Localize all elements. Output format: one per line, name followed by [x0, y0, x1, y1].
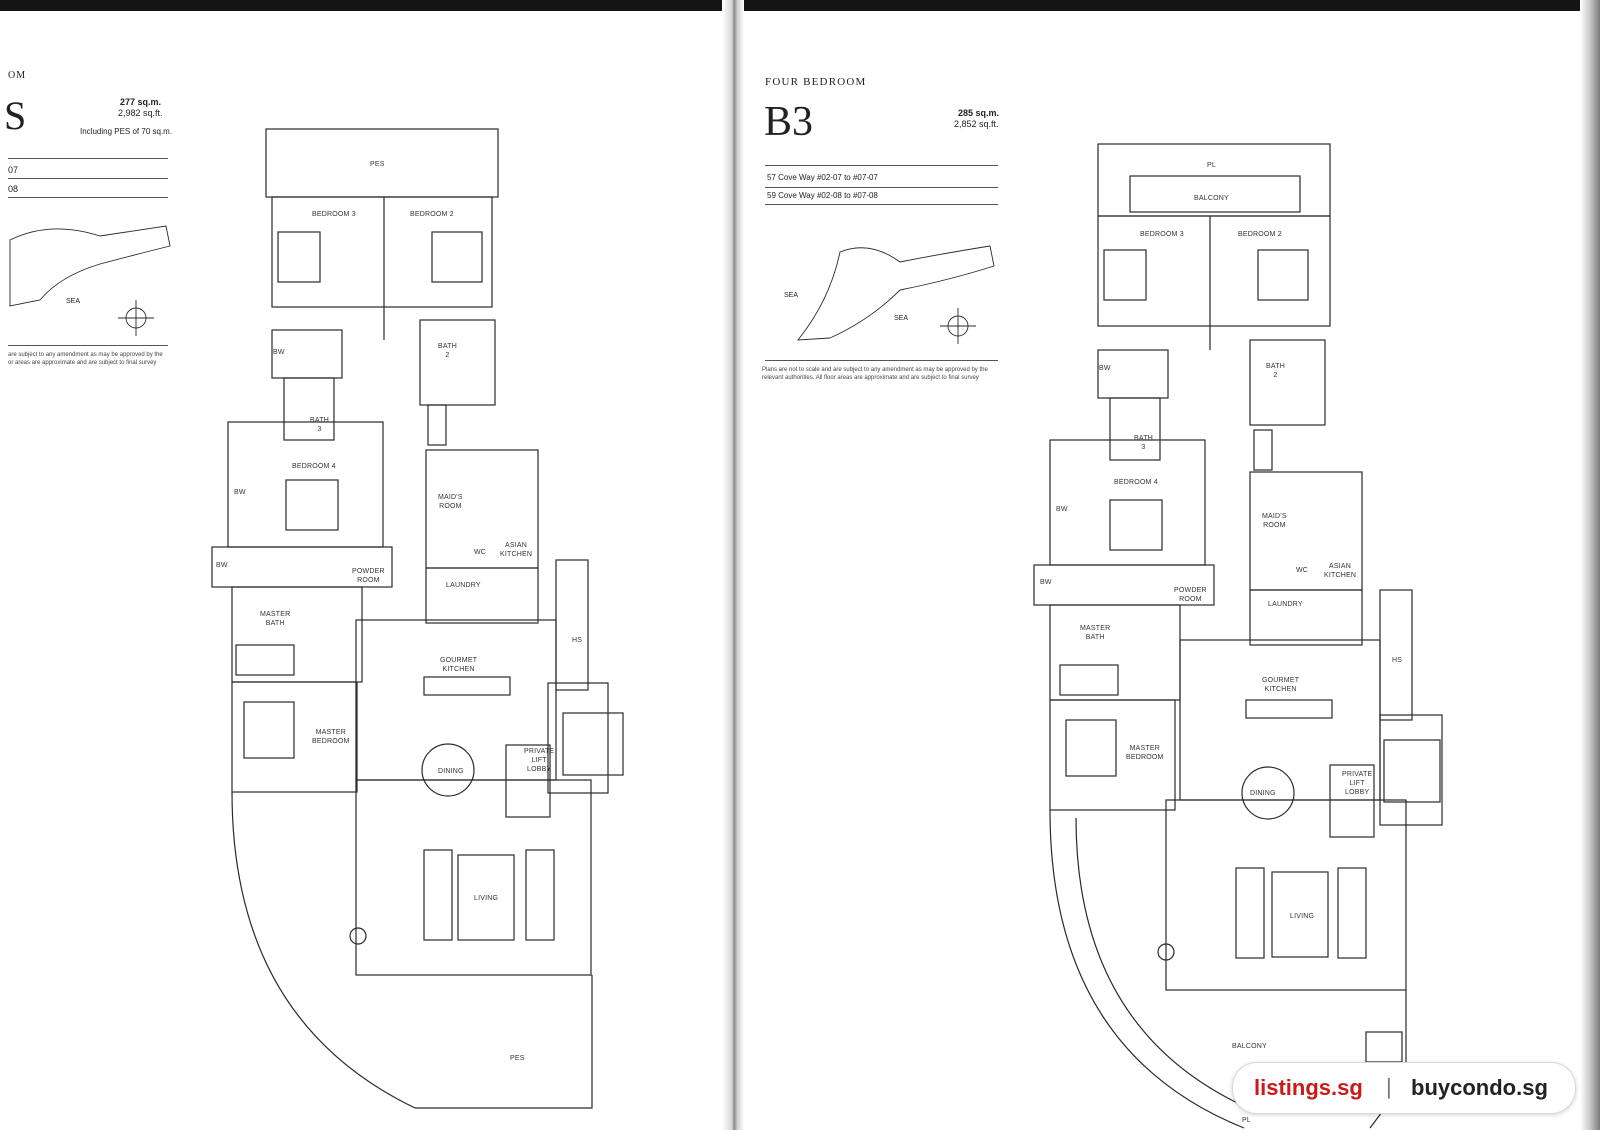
left-label-dining: DINING [438, 768, 464, 775]
left-area-sqft: 2,982 sq.ft. [118, 108, 163, 118]
left-label-gourmet-kitchen: GOURMET KITCHEN [440, 657, 478, 673]
left-label-bedroom2: BEDROOM 2 [410, 211, 454, 218]
right-keyplan-sea-1: SEA [784, 292, 799, 299]
left-label-asian-kitchen: ASIAN KITCHEN [500, 542, 533, 558]
left-label-bath2: BATH 2 [438, 343, 457, 359]
watermark-buycondo: buycondo.sg [1411, 1075, 1548, 1100]
left-label-bw-2: BW [234, 489, 246, 496]
right-label-maids-room: MAID'S ROOM [1262, 513, 1287, 529]
right-divider-3 [765, 204, 998, 205]
watermark-listings: listings.sg [1254, 1075, 1363, 1100]
page-top-edge [0, 0, 1600, 11]
right-disclaimer-2: relevant authorities. All floor areas ar… [762, 375, 979, 381]
right-label-pl-bottom: PL [1242, 1117, 1251, 1124]
left-floor-plan [211, 128, 624, 1109]
right-area-sqm: 285 sq.m. [958, 108, 1000, 118]
left-label-pes-bottom: PES [510, 1055, 525, 1062]
right-type-code: B3 [764, 99, 814, 145]
left-label-bedroom4: BEDROOM 4 [292, 463, 336, 470]
left-label-maids-room: MAID'S ROOM [438, 494, 463, 510]
left-label-hs: HS [572, 637, 583, 644]
right-label-bath2: BATH 2 [1266, 363, 1285, 379]
right-label-bw-1: BW [1099, 365, 1111, 372]
left-label-bw-1: BW [273, 349, 285, 356]
right-unit-row-2: 59 Cove Way #02-08 to #07-08 [767, 191, 878, 200]
right-disclaimer-1: Plans are not to scale and are subject t… [762, 367, 988, 373]
left-divider-3 [8, 197, 168, 198]
left-label-master-bath: MASTER BATH [260, 611, 291, 627]
left-area-note: Including PES of 70 sq.m. [80, 127, 173, 136]
right-label-hs: HS [1392, 657, 1403, 664]
right-label-bedroom3: BEDROOM 3 [1140, 231, 1184, 238]
right-label-powder-room: POWDER ROOM [1174, 587, 1207, 603]
right-label-private-lift-lobby: PRIVATE LIFT LOBBY [1342, 771, 1373, 796]
left-heading-fragment: OM [8, 70, 27, 81]
book-gutter [722, 0, 744, 1130]
left-disclaimer-1: are subject to any amendment as may be a… [8, 352, 163, 358]
right-label-master-bedroom: MASTER BEDROOM [1126, 745, 1164, 761]
right-label-bw-3: BW [1040, 579, 1052, 586]
right-label-balcony-bottom: BALCONY [1232, 1043, 1267, 1050]
left-disclaimer-2: or areas are approximate and are subject… [8, 360, 157, 366]
left-keyplan [9, 225, 171, 336]
right-area-sqft: 2,852 sq.ft. [954, 119, 999, 129]
right-label-pl-top: PL [1207, 162, 1216, 169]
right-label-laundry: LAUNDRY [1268, 601, 1303, 608]
left-label-pes-top: PES [370, 161, 385, 168]
left-keyplan-sea: SEA [66, 298, 81, 305]
right-label-balcony-top: BALCONY [1194, 195, 1229, 202]
watermark-separator: | [1386, 1074, 1392, 1099]
right-pl-top [1097, 143, 1331, 217]
watermark-badge: listings.sg | buycondo.sg [1232, 1062, 1576, 1114]
left-label-master-bedroom: MASTER BEDROOM [312, 729, 350, 745]
right-label-wc: WC [1296, 567, 1309, 574]
right-label-asian-kitchen: ASIAN KITCHEN [1324, 563, 1357, 579]
left-label-bw-3: BW [216, 562, 228, 569]
right-label-gourmet-kitchen: GOURMET KITCHEN [1262, 677, 1300, 693]
left-label-living: LIVING [474, 895, 499, 902]
right-label-bath3: BATH 3 [1134, 435, 1153, 451]
left-label-laundry: LAUNDRY [446, 582, 481, 589]
right-divider-4 [765, 360, 998, 361]
left-label-bath3: BATH 3 [310, 417, 329, 433]
left-label-powder-room: POWDER ROOM [352, 568, 385, 584]
left-label-wc: WC [474, 549, 487, 556]
right-keyplan [797, 245, 995, 344]
left-type-letter-fragment: S [4, 93, 27, 138]
right-label-master-bath: MASTER BATH [1080, 625, 1111, 641]
right-unit-row-1: 57 Cove Way #02-07 to #07-07 [767, 173, 878, 182]
right-label-bw-2: BW [1056, 506, 1068, 513]
left-area-sqm: 277 sq.m. [120, 97, 162, 107]
right-category: FOUR BEDROOM [765, 76, 867, 88]
left-divider-4 [8, 345, 168, 346]
right-label-dining: DINING [1250, 790, 1276, 797]
left-divider-2 [8, 178, 168, 179]
left-label-private-lift-lobby: PRIVATE LIFT LOBBY [524, 748, 555, 773]
left-divider-1 [8, 158, 168, 159]
left-unit-row-1: 07 [8, 165, 19, 175]
left-label-bedroom3: BEDROOM 3 [312, 211, 356, 218]
right-label-living: LIVING [1290, 913, 1315, 920]
right-label-bedroom4: BEDROOM 4 [1114, 479, 1158, 486]
right-divider-1 [765, 165, 998, 166]
right-keyplan-sea-2: SEA [894, 315, 909, 322]
page-right-edge [1580, 0, 1600, 1130]
left-unit-row-2: 08 [8, 184, 19, 194]
right-divider-2 [765, 187, 998, 188]
right-label-bedroom2: BEDROOM 2 [1238, 231, 1282, 238]
